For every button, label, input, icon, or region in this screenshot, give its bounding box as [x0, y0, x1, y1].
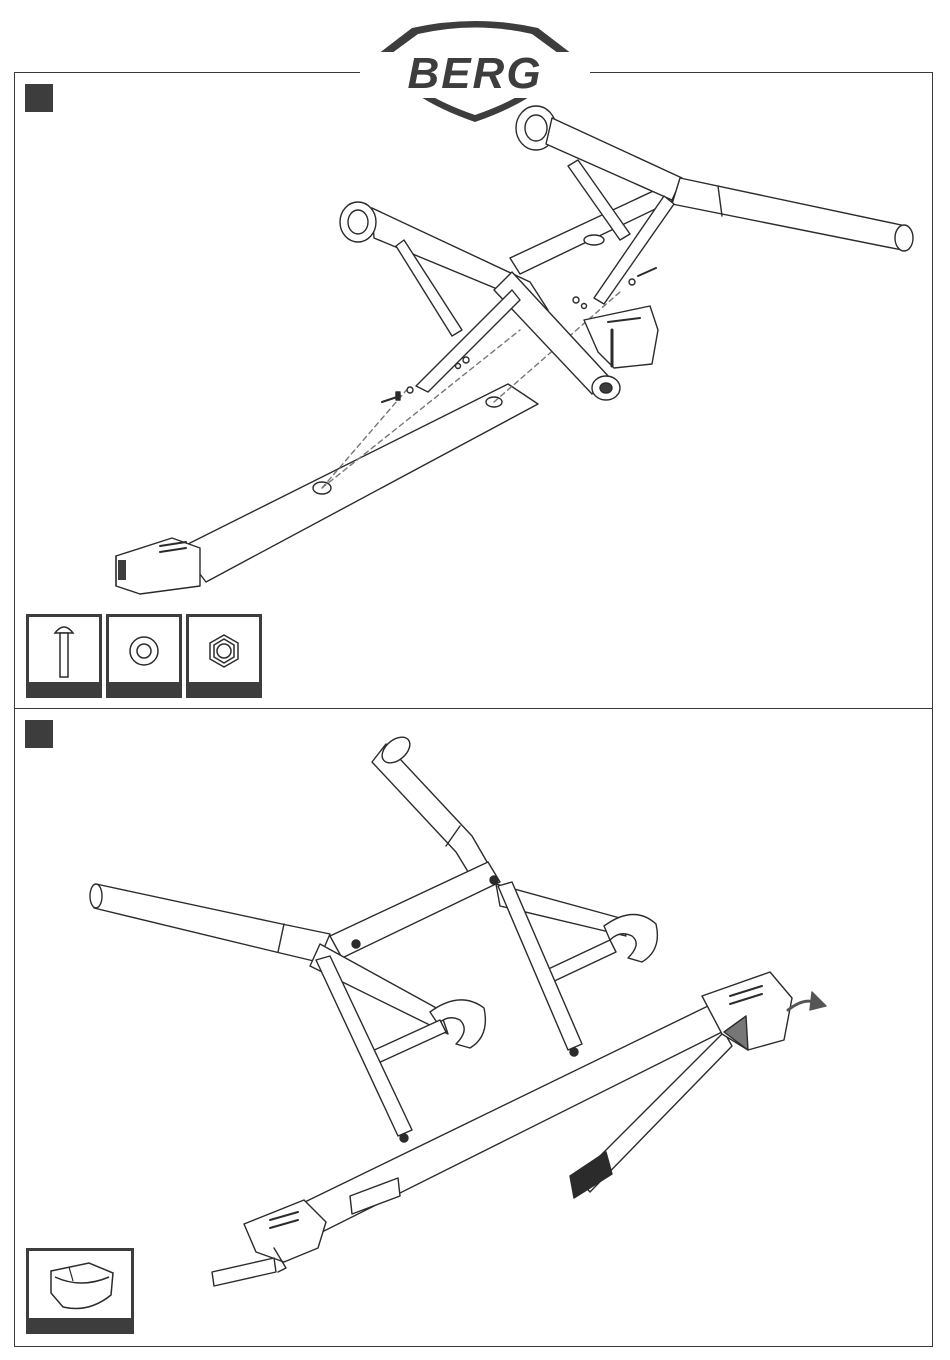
part-end-cap-card	[26, 1248, 134, 1334]
end-cap-icon	[29, 1251, 131, 1321]
part-end-cap-footer	[29, 1318, 131, 1331]
